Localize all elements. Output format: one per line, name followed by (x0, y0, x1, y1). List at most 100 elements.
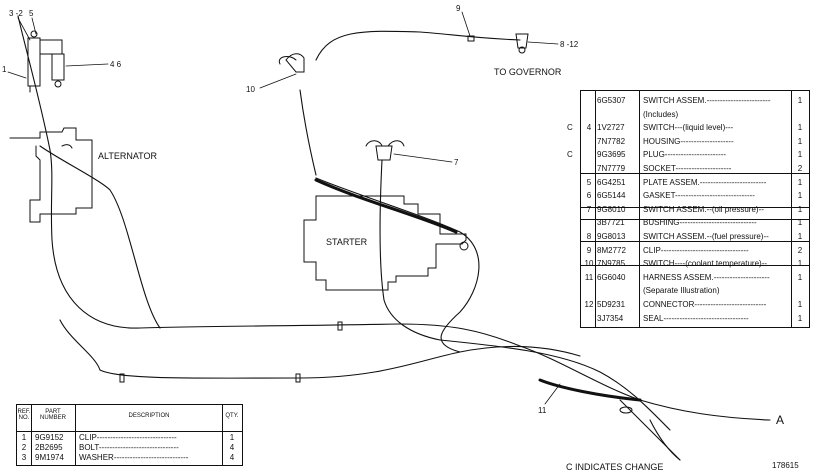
callout-leaders (259, 11, 561, 405)
parts-cell-ref: 9 (586, 245, 592, 255)
header-part-number: PART NUMBER (39, 409, 66, 421)
parts-cell-part: 7N7782 (597, 136, 626, 146)
fastener-cell-desc: WASHER---------------------------- (79, 453, 189, 462)
parts-cell-part: 3J7354 (597, 313, 624, 323)
parts-cell-qty: 1 (797, 232, 803, 241)
callout-1: 1 (2, 65, 7, 74)
parts-cell-qty: 2 (797, 164, 803, 173)
fastener-cell-qty: 4 (229, 453, 235, 462)
fastener-cell-qty: 1 (229, 433, 235, 442)
parts-cell-qty: 1 (797, 136, 803, 146)
parts-cell-desc: (Separate Illustration) (643, 286, 720, 296)
parts-cell-ref: 10 (584, 259, 594, 269)
parts-cell-ref: 12 (584, 300, 594, 309)
callout-10: 10 (246, 85, 255, 94)
parts-cell-qty: 1 (797, 272, 803, 282)
parts-cell-desc: BUSHING----------------------------- (643, 218, 757, 228)
starter-terminal (459, 241, 469, 251)
parts-cell-desc: PLATE ASSEM.------------------------- (643, 177, 767, 187)
parts-cell-part: 3B7721 (597, 218, 625, 228)
parts-cell-qty: 1 (797, 313, 803, 323)
figure-number: 178615 (772, 461, 799, 470)
parts-cell-part: 6G5307 (597, 96, 626, 105)
to-governor-label: TO GOVERNOR (494, 67, 562, 77)
fastener-cell-part: 2B2695 (35, 443, 63, 452)
parts-cell-qty: 1 (797, 259, 803, 269)
parts-cell-qty: 1 (797, 150, 803, 160)
parts-cell-qty: 1 (797, 96, 803, 105)
parts-cell-desc: SEAL-------------------------------- (643, 313, 749, 323)
parts-cell-part: 5D9231 (597, 300, 626, 309)
callout-11: 11 (538, 406, 547, 415)
parts-cell-part: 7N9785 (597, 259, 626, 269)
fastener-row: 3 9M1974 WASHER---------------------------… (17, 453, 242, 462)
parts-cell-part: 9G8013 (597, 232, 626, 241)
parts-cell-ref: 8 (586, 232, 592, 241)
alternator-outline (9, 127, 93, 223)
alternator-terminal (61, 144, 73, 149)
parts-cell-ref: 5 (586, 177, 592, 187)
fuel-pressure-switch (515, 33, 529, 54)
parts-cell-part: 9G8010 (597, 204, 626, 214)
parts-cell-desc: HARNESS ASSEM.--------------------- (643, 272, 770, 282)
callout-4-6: 4 6 (110, 60, 122, 69)
starter-label: STARTER (326, 237, 368, 247)
parts-cell-desc: SWITCH---(liquid level)--- (643, 123, 734, 133)
fastener-cell-part: 9M1974 (35, 453, 64, 462)
change-note: C INDICATES CHANGE (566, 462, 664, 472)
liquid-level-switch-assembly (27, 30, 65, 93)
harness-clips (119, 35, 633, 414)
parts-cell-change: C (567, 150, 573, 160)
callout-3-2: 3 -2 (9, 9, 23, 18)
parts-cell-qty: 1 (797, 191, 803, 201)
parts-cell-part: 6G6040 (597, 272, 626, 282)
fastener-cell-ref: 2 (21, 443, 27, 452)
parts-cell-part: 8M2772 (597, 245, 626, 255)
parts-row: 7N7782 HOUSING-------------------- 1 (581, 136, 809, 147)
parts-cell-qty: 1 (797, 300, 803, 309)
header-description: DESCRIPTION (128, 413, 170, 419)
parts-cell-desc: SWITCH ASSEM.--(oil pressure)-- (643, 204, 764, 214)
parts-cell-qty: 1 (797, 177, 803, 187)
parts-cell-ref: 11 (584, 272, 594, 282)
parts-cell-desc: (Includes) (643, 109, 679, 119)
header-ref: REF. NO. (17, 409, 31, 421)
parts-cell-part: 1V2727 (597, 123, 625, 133)
parts-row: (Includes) (581, 109, 809, 120)
starter-outline (303, 195, 467, 291)
fastener-cell-qty: 4 (229, 443, 235, 452)
parts-cell-part: 9G3695 (597, 150, 626, 160)
parts-cell-desc: HOUSING-------------------- (643, 136, 734, 146)
parts-cell-part: 7N7779 (597, 164, 626, 173)
parts-cell-ref: 4 (586, 123, 592, 133)
parts-cell-ref: 6 (586, 191, 592, 201)
callout-leaders-top-left (7, 17, 109, 79)
parts-cell-qty: 1 (797, 218, 803, 228)
parts-row: 3B7721 BUSHING---------------------------… (581, 217, 809, 228)
callout-9: 9 (456, 4, 461, 13)
fastener-cell-ref: 3 (21, 453, 27, 462)
fastener-cell-ref: 1 (21, 433, 27, 442)
harness-thick-section (314, 178, 642, 402)
parts-cell-desc: PLUG----------------------- (643, 150, 727, 160)
parts-cell-part: 6G4251 (597, 177, 626, 187)
callout-5: 5 (29, 9, 34, 18)
parts-row: 3J7354 SEAL------------------------------… (581, 313, 809, 324)
parts-cell-qty: 1 (797, 204, 803, 214)
parts-row: C 9G3695 PLUG----------------------- 1 (567, 149, 809, 160)
callout-8-12: 8 -12 (560, 40, 579, 49)
oil-pressure-switch (365, 140, 405, 161)
parts-cell-qty: 2 (797, 245, 803, 255)
